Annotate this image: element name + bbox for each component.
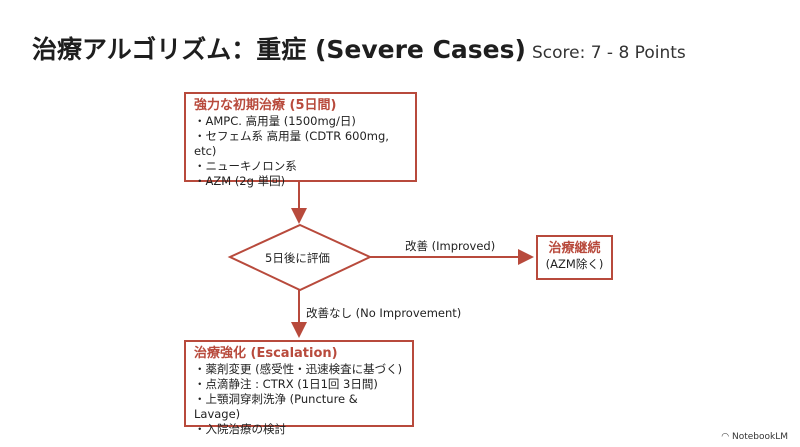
list-item: 上顎洞穿刺洗浄 (Puncture & Lavage) bbox=[194, 392, 404, 422]
list-item: 薬剤変更 (感受性・迅速検査に基づく) bbox=[194, 362, 404, 377]
page-title: 治療アルゴリズム：重症 (Severe Cases)Score: 7 - 8 P… bbox=[32, 30, 686, 66]
score-label: Score: 7 - 8 Points bbox=[531, 43, 686, 63]
list-item: ニューキノロン系 bbox=[194, 159, 407, 174]
list-item: セフェム系 高用量 (CDTR 600mg, etc) bbox=[194, 129, 407, 159]
escalation-heading: 治療強化 (Escalation) bbox=[194, 346, 338, 361]
initial-treatment-box: 強力な初期治療 (5日間) AMPC. 高用量 (1500mg/日) セフェム系… bbox=[184, 92, 417, 188]
brand-logo: ◠ NotebookLM bbox=[721, 432, 788, 442]
improved-label: 改善 (Improved) bbox=[405, 239, 496, 253]
title-text: 治療アルゴリズム：重症 (Severe Cases) bbox=[32, 35, 526, 64]
notebooklm-icon: ◠ bbox=[721, 432, 732, 442]
continue-heading: 治療継続 bbox=[548, 241, 601, 256]
initial-heading: 強力な初期治療 (5日間) bbox=[194, 98, 337, 113]
no-improvement-label: 改善なし (No Improvement) bbox=[306, 306, 462, 320]
escalation-box: 治療強化 (Escalation) 薬剤変更 (感受性・迅速検査に基づく) 点滴… bbox=[184, 340, 414, 436]
list-item: AMPC. 高用量 (1500mg/日) bbox=[194, 114, 407, 129]
list-item: 点滴静注 : CTRX (1日1回 3日間) bbox=[194, 377, 404, 392]
list-item: 入院治療の検討 bbox=[194, 422, 404, 437]
continue-sub: (AZM除く) bbox=[545, 257, 604, 271]
continue-treatment-box: 治療継続 (AZM除く) bbox=[536, 235, 613, 280]
brand-text: NotebookLM bbox=[731, 432, 788, 442]
list-item: AZM (2g 単回) bbox=[194, 174, 407, 189]
decision-label: 5日後に評価 bbox=[265, 251, 330, 265]
